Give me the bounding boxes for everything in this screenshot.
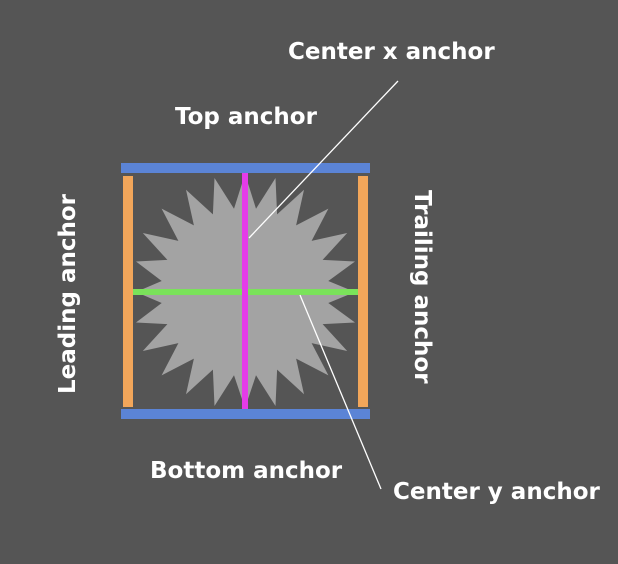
center-x-anchor-label: Center x anchor bbox=[288, 39, 495, 65]
bottom-anchor-label: Bottom anchor bbox=[150, 458, 343, 484]
top-anchor-label: Top anchor bbox=[175, 104, 318, 130]
trailing-anchor-bar bbox=[358, 176, 368, 407]
leading-anchor-bar bbox=[123, 176, 133, 407]
top-anchor-bar bbox=[121, 163, 370, 173]
leading-anchor-label: Leading anchor bbox=[55, 193, 81, 394]
center-x-leader-line bbox=[248, 80, 399, 239]
center-y-leader-line bbox=[299, 294, 382, 490]
center-y-anchor-label: Center y anchor bbox=[393, 479, 601, 505]
bottom-anchor-bar bbox=[121, 409, 370, 419]
trailing-anchor-label: Trailing anchor bbox=[409, 190, 435, 384]
center-x-anchor-bar bbox=[242, 173, 248, 409]
